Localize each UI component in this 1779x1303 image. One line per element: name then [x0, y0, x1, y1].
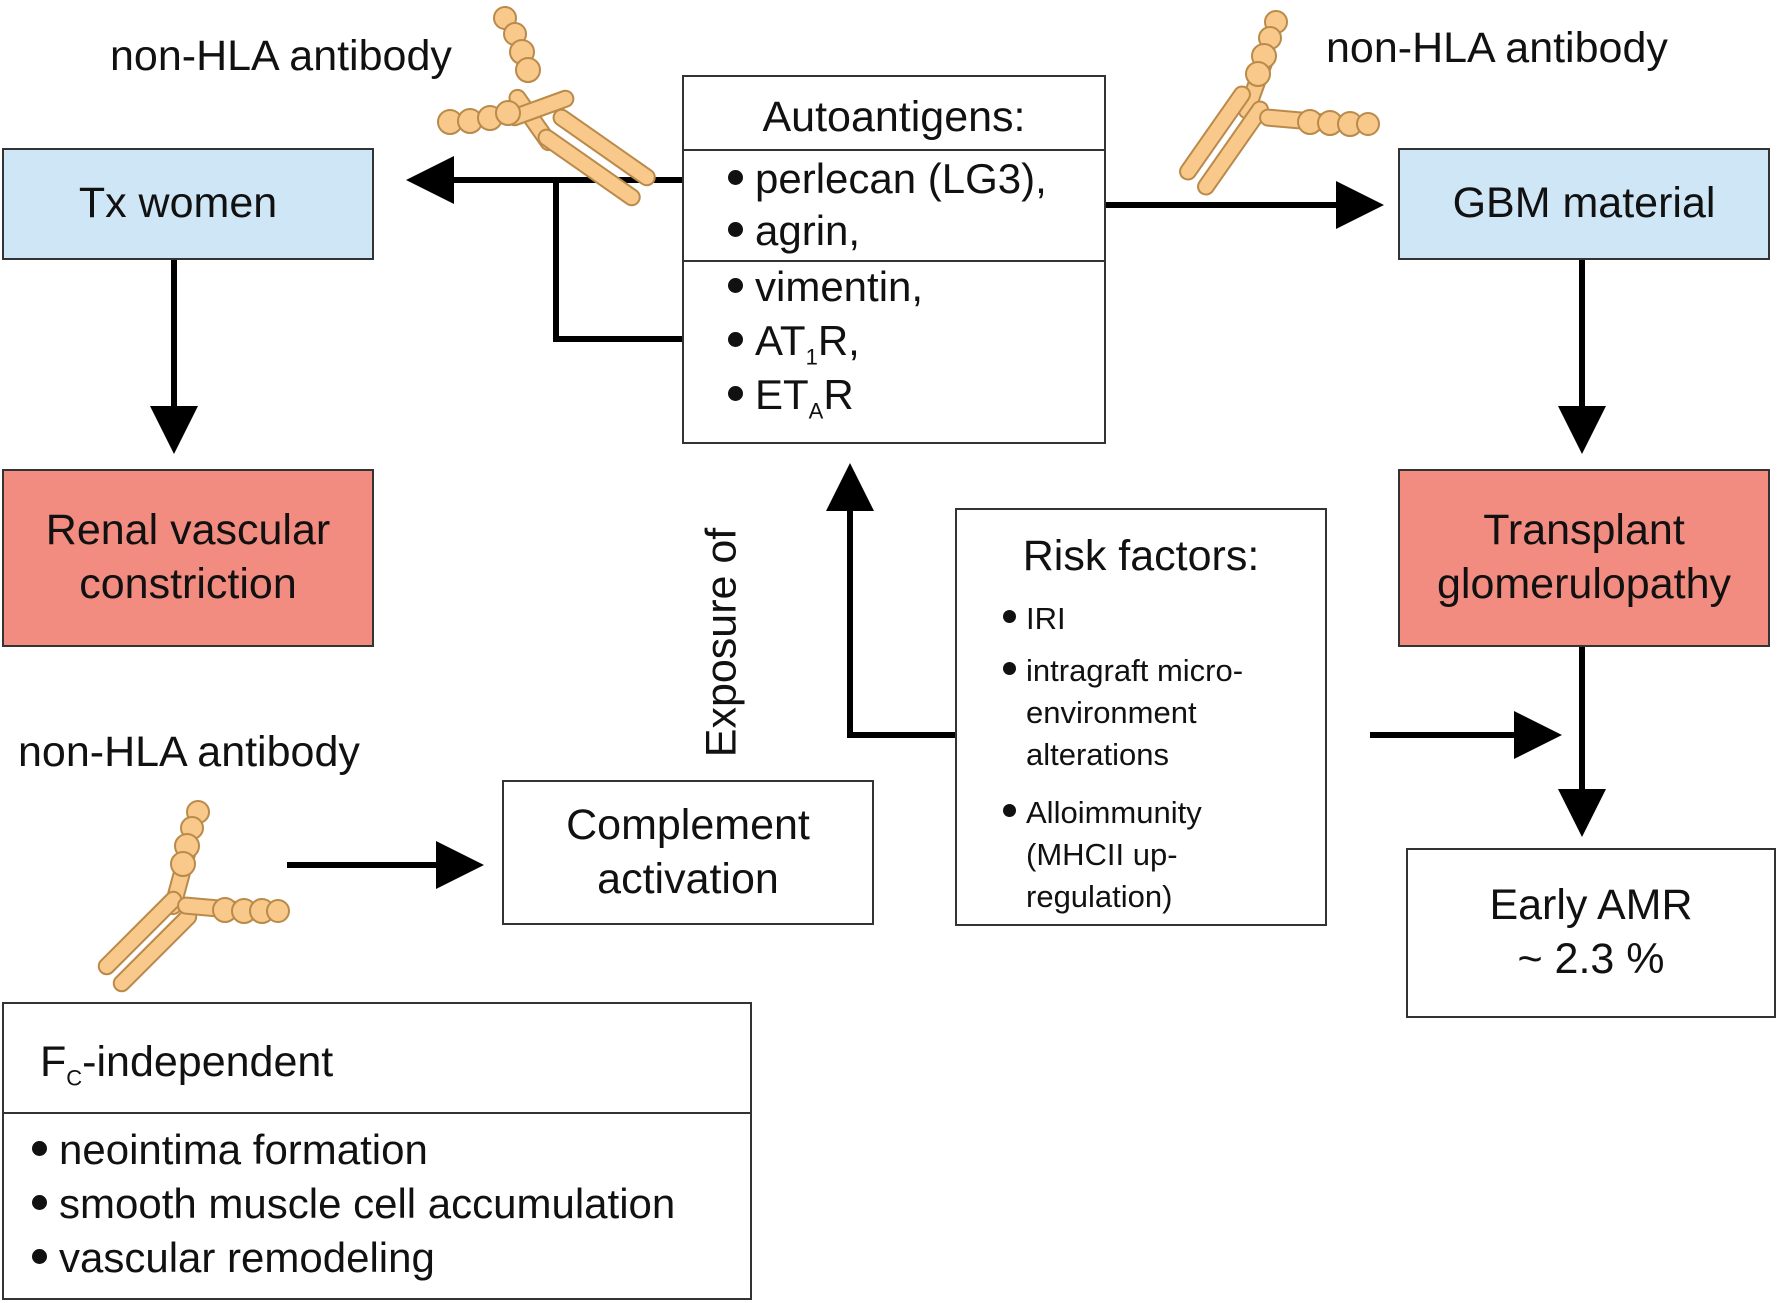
- tg-line-1: Transplant: [1483, 506, 1685, 555]
- fc-item: vascular remodeling: [32, 1234, 435, 1282]
- risk-factors-box: Risk factors: IRI intragraft micro-envir…: [955, 508, 1327, 926]
- antibody-label-bottom-left: non-HLA antibody: [18, 728, 360, 776]
- tx-women-box: Tx women: [2, 148, 374, 260]
- tx-women-label: Tx women: [78, 179, 278, 228]
- autoantigen-item: vimentin,: [728, 263, 923, 311]
- amr-line-1: Early AMR: [1489, 881, 1693, 930]
- autoantigens-title: Autoantigens:: [762, 93, 1026, 141]
- arrow-risk-to-autoantigens: [826, 463, 955, 738]
- gbm-label: GBM material: [1452, 179, 1716, 228]
- early-amr-box: Early AMR ~ 2.3 %: [1406, 848, 1776, 1018]
- fc-divider: [4, 1112, 750, 1114]
- autoantigens-divider-1: [684, 149, 1104, 151]
- fc-item: smooth muscle cell accumulation: [32, 1180, 675, 1228]
- autoantigen-item: AT1R,: [728, 317, 860, 370]
- autoantigen-item: ETAR: [728, 371, 854, 424]
- renal-line-2: constriction: [79, 560, 297, 608]
- antibody-icon-bottom-left: [97, 800, 290, 993]
- risk-factor-item: IRI: [1003, 598, 1066, 640]
- antibody-icon-top-left: [437, 6, 656, 207]
- renal-line-1: Renal vascular: [45, 506, 331, 555]
- autoantigen-item: perlecan (LG3),: [728, 155, 1047, 203]
- autoantigens-divider-2: [684, 260, 1104, 262]
- exposure-label: Exposure of: [697, 527, 746, 758]
- amr-line-2: ~ 2.3 %: [1517, 935, 1665, 983]
- bracket-connector: [553, 180, 682, 342]
- fc-independent-title: FC-independent: [40, 1038, 334, 1091]
- complement-line-1: Complement: [566, 800, 810, 849]
- gbm-material-box: GBM material: [1398, 148, 1770, 260]
- autoantigens-box: Autoantigens: perlecan (LG3), agrin, vim…: [682, 75, 1106, 444]
- renal-vascular-box: Renal vascular constriction: [2, 469, 374, 647]
- risk-factors-title: Risk factors:: [1022, 532, 1260, 580]
- antibody-label-top-right: non-HLA antibody: [1326, 24, 1668, 72]
- antibody-icon-top-right: [1179, 10, 1380, 196]
- fc-item: neointima formation: [32, 1126, 428, 1174]
- transplant-glomerulopathy-box: Transplant glomerulopathy: [1398, 469, 1770, 647]
- autoantigen-item: agrin,: [728, 207, 860, 255]
- complement-activation-box: Complement activation: [502, 780, 874, 925]
- tg-line-2: glomerulopathy: [1436, 560, 1731, 608]
- risk-factor-item: Alloimmunity(MHCII up-regulation): [1003, 792, 1202, 918]
- complement-line-2: activation: [597, 854, 779, 903]
- antibody-label-top-left: non-HLA antibody: [110, 32, 452, 80]
- fc-independent-box: FC-independent neointima formation smoot…: [2, 1002, 752, 1300]
